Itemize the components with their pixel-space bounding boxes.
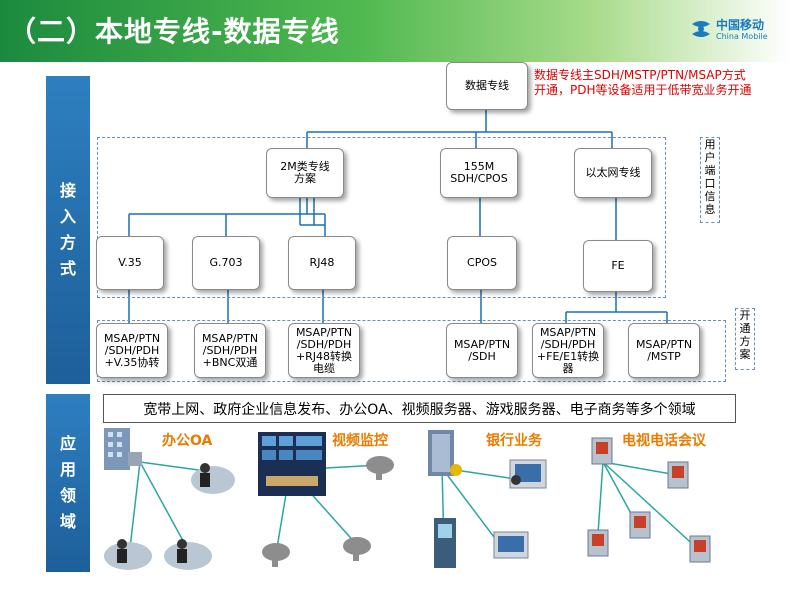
solution-fe-e1-label: MSAP/PTN /SDH/PDH +FE/E1转换器 xyxy=(536,325,600,375)
solution-rj48-label: MSAP/PTN /SDH/PDH +RJ48转换电缆 xyxy=(295,325,353,375)
sidebar-application: 应用领域 xyxy=(46,394,90,572)
level1-ethernet-box: 以太网专线 xyxy=(574,148,652,198)
level1-2m-box: 2M类专线方案 xyxy=(266,148,344,198)
logo-en: China Mobile xyxy=(716,32,768,41)
solution-mstp-box: MSAP/PTN /MSTP xyxy=(628,323,700,378)
bank-building-icon xyxy=(428,430,462,476)
level1-155m-box: 155M SDH/CPOS xyxy=(440,148,518,198)
solution-rj48-box: MSAP/PTN /SDH/PDH +RJ48转换电缆 xyxy=(288,323,360,378)
solution-bnc-box: MSAP/PTN /SDH/PDH +BNC双通 xyxy=(194,323,266,378)
china-mobile-logo-icon xyxy=(692,21,710,37)
interface-rj48-box: RJ48 xyxy=(288,236,356,290)
solution-sdh-label: MSAP/PTN /SDH xyxy=(453,337,511,363)
app-label-office-oa: 办公OA xyxy=(162,433,213,449)
app-label-video-conference: 电视电话会议 xyxy=(622,433,706,449)
solution-fe-e1-box: MSAP/PTN /SDH/PDH +FE/E1转换器 xyxy=(532,323,604,378)
office-worker-icon xyxy=(104,463,235,570)
solution-mstp-label: MSAP/PTN /MSTP xyxy=(635,337,693,363)
level1-ethernet-label: 以太网专线 xyxy=(585,166,641,179)
header-bar: （二）本地专线-数据专线 中国移动 China Mobile xyxy=(0,0,791,62)
interface-v35-box: V.35 xyxy=(96,236,164,290)
interface-g703-label: G.703 xyxy=(209,256,243,269)
office-building-icon xyxy=(104,428,142,470)
solution-bnc-label: MSAP/PTN /SDH/PDH +BNC双通 xyxy=(201,331,259,369)
open-solution-label: 开通方案 xyxy=(735,308,755,370)
logo-cn: 中国移动 xyxy=(716,18,765,32)
bank-terminal-icon xyxy=(434,459,547,568)
interface-fe-box: FE xyxy=(583,240,653,292)
root-data-line-box: 数据专线 xyxy=(446,62,528,110)
video-conference-terminal-icon xyxy=(587,437,711,563)
interface-cpos-label: CPOS xyxy=(467,256,497,269)
user-port-label: 用户端口信息 xyxy=(700,137,720,223)
interface-v35-label: V.35 xyxy=(118,256,142,269)
solution-v35-box: MSAP/PTN /SDH/PDH +V.35协转 xyxy=(96,323,168,378)
sidebar-access: 接入方式 xyxy=(46,76,90,384)
app-label-banking: 银行业务 xyxy=(486,433,542,449)
solution-v35-label: MSAP/PTN /SDH/PDH +V.35协转 xyxy=(103,331,161,369)
solution-sdh-box: MSAP/PTN /SDH xyxy=(446,323,518,378)
application-band: 宽带上网、政府企业信息发布、办公OA、视频服务器、游戏服务器、电子商务等多个领域 xyxy=(103,394,736,423)
app-label-video-surveillance: 视频监控 xyxy=(332,433,388,449)
page-title: （二）本地专线-数据专线 xyxy=(8,15,340,48)
control-room-icon xyxy=(258,432,326,496)
interface-cpos-box: CPOS xyxy=(447,236,517,290)
china-mobile-logo: 中国移动 China Mobile xyxy=(688,14,788,48)
sidebar-application-label: 应用领域 xyxy=(59,434,76,531)
interface-g703-box: G.703 xyxy=(192,236,260,290)
user-port-region xyxy=(97,137,666,298)
level1-2m-label: 2M类专线方案 xyxy=(280,160,330,185)
interface-rj48-label: RJ48 xyxy=(309,256,335,269)
sidebar-access-label: 接入方式 xyxy=(59,181,76,278)
camera-icon xyxy=(262,456,394,567)
level1-155m-label: 155M SDH/CPOS xyxy=(450,160,508,185)
root-label: 数据专线 xyxy=(465,79,509,92)
interface-fe-label: FE xyxy=(611,259,625,272)
note-text: 数据专线主SDH/MSTP/PTN/MSAP方式开通，PDH等设备适用于低带宽业… xyxy=(534,68,752,97)
